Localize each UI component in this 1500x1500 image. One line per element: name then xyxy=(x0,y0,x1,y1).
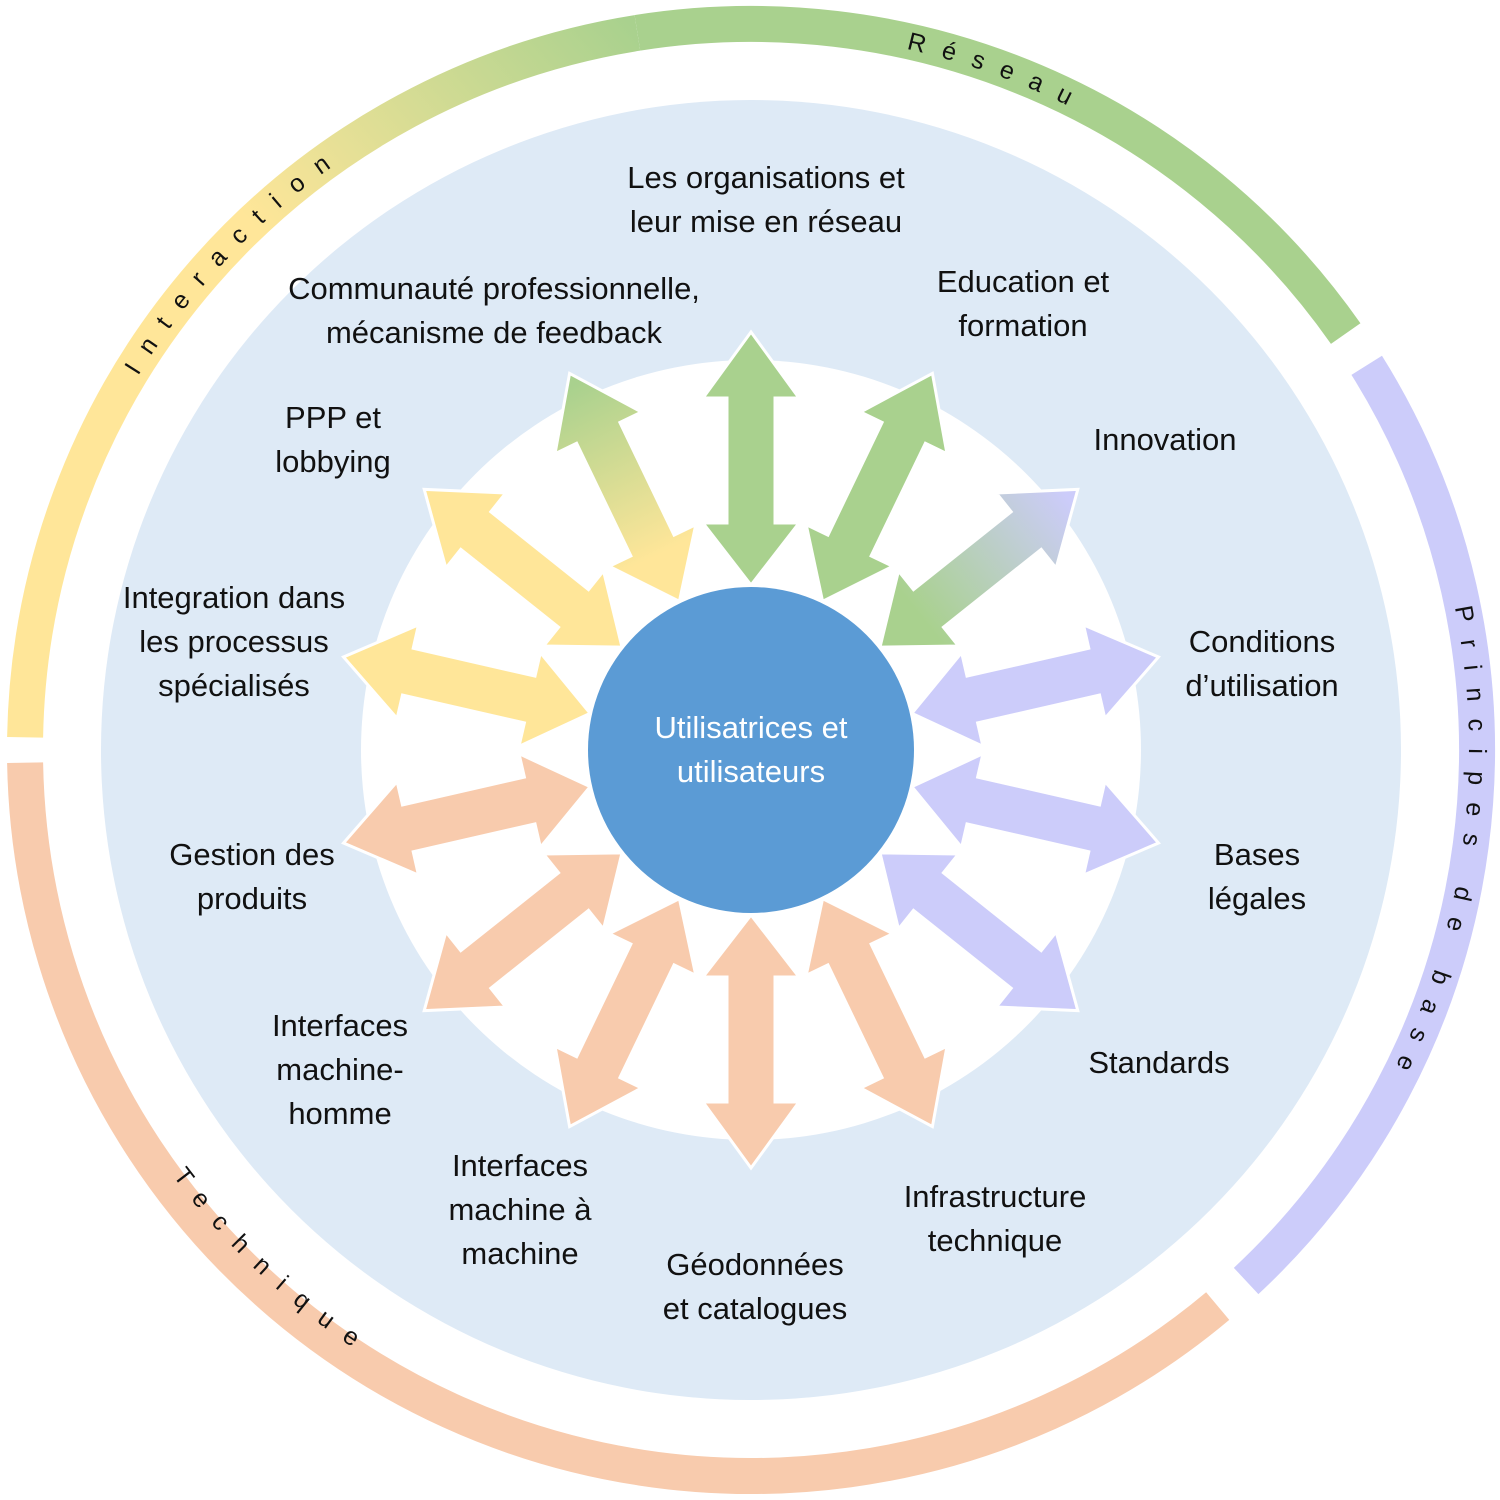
double-arrow-6 xyxy=(804,896,950,1129)
spoke-label-innovation: Innovation xyxy=(1093,422,1237,457)
arc-technique xyxy=(7,762,1230,1494)
center-circle xyxy=(588,587,914,913)
double-arrow-3 xyxy=(909,622,1161,749)
double-arrow-4 xyxy=(909,751,1161,878)
double-arrow-8 xyxy=(552,896,698,1129)
double-arrow-1 xyxy=(804,371,950,604)
spoke-label-communaute: Communauté professionnelle,mécanisme de … xyxy=(288,271,700,350)
double-arrow-7 xyxy=(699,912,803,1171)
arc-label-principes: Principes de base xyxy=(1383,603,1491,1091)
arc-principes-de-base xyxy=(1233,355,1495,1295)
double-arrow-5 xyxy=(878,851,1080,1013)
double-arrow-10 xyxy=(341,751,593,878)
double-arrow-11 xyxy=(341,622,593,749)
arc-interaction xyxy=(7,15,641,738)
double-arrow-12 xyxy=(422,487,624,649)
arc-label-reseau: Réseau xyxy=(905,27,1093,118)
center-label: Utilisatrices et utilisateurs xyxy=(654,710,848,789)
arc-reseau xyxy=(634,5,1361,344)
double-arrow-9 xyxy=(422,851,624,1013)
double-arrow-13 xyxy=(552,371,698,604)
double-arrow-0 xyxy=(699,329,803,588)
double-arrow-2 xyxy=(878,487,1080,649)
spoke-label-standards: Standards xyxy=(1088,1045,1230,1080)
arrow-group xyxy=(341,329,1161,1171)
